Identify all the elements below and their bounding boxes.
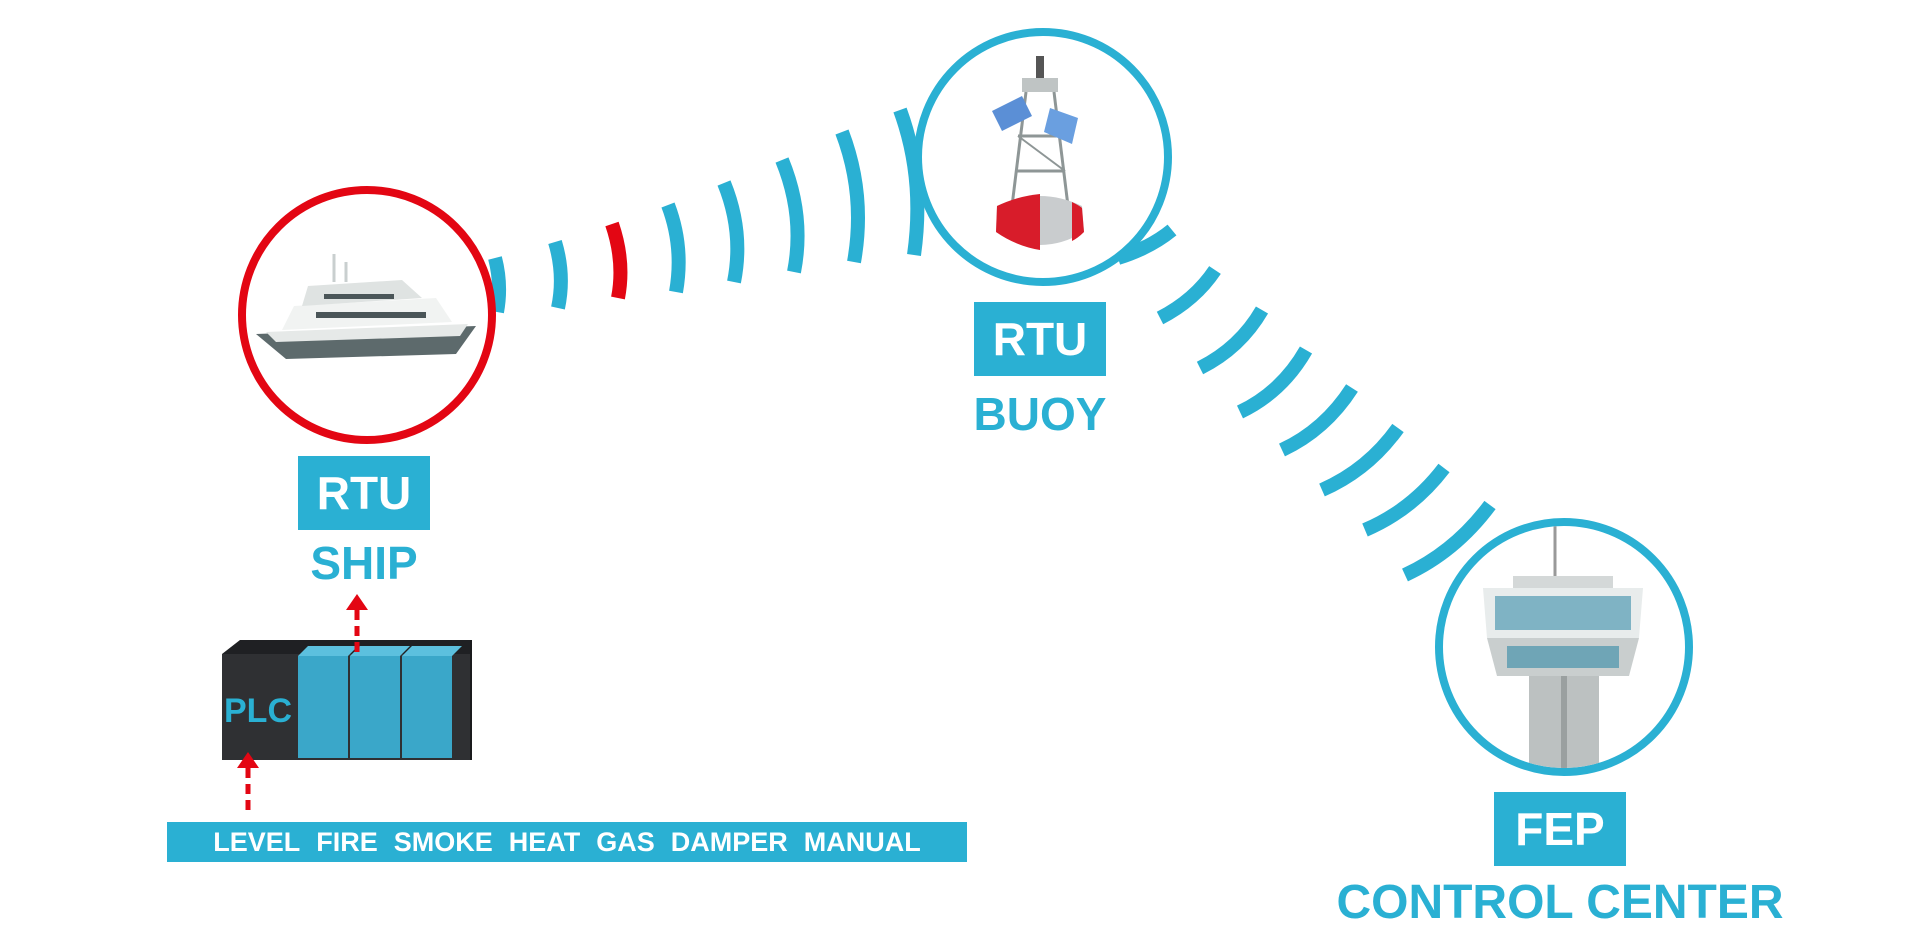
- ship-buoy-link: [488, 107, 925, 314]
- signal-inputs-bar: LEVEL FIRE SMOKE HEAT GAS DAMPER MANUAL: [167, 822, 967, 862]
- yacht-icon: [256, 254, 476, 359]
- buoy-control-link: [1115, 224, 1496, 582]
- plc-module: [350, 656, 400, 758]
- link-dash: [488, 256, 507, 314]
- plc-unit: PLC: [222, 640, 472, 760]
- buoy-icon: [992, 56, 1084, 250]
- plc-label: PLC: [224, 692, 292, 730]
- link-dash: [605, 221, 628, 300]
- ship-tag: RTU: [298, 456, 430, 530]
- plc-to-ship-arrow: [346, 594, 368, 652]
- buoy-tag: RTU: [974, 302, 1106, 376]
- link-dash: [1319, 423, 1404, 497]
- link-dash: [1278, 384, 1358, 457]
- ship-circle: [238, 186, 496, 444]
- signals-to-plc-arrow: [237, 752, 259, 812]
- link-dash: [1402, 500, 1496, 582]
- link-dash: [775, 157, 805, 274]
- buoy-caption: BUOY: [973, 388, 1107, 440]
- control-circle: [1435, 518, 1693, 776]
- signal-heat: HEAT: [508, 826, 581, 857]
- control-caption: CONTROL CENTER: [1336, 876, 1784, 929]
- control-tag: FEP: [1494, 792, 1626, 866]
- signal-damper: DAMPER: [670, 826, 788, 857]
- signal-fire: FIRE: [316, 826, 378, 857]
- link-dash: [1156, 266, 1221, 325]
- signal-manual: MANUAL: [803, 826, 921, 857]
- link-dash: [1196, 306, 1269, 375]
- link-dash: [893, 107, 925, 256]
- link-dash: [835, 129, 865, 264]
- plc-module: [402, 656, 452, 758]
- link-dash: [548, 239, 568, 310]
- link-dash: [717, 180, 745, 284]
- ship-caption: SHIP: [310, 537, 418, 589]
- link-dash: [1362, 463, 1450, 537]
- plc-module: [298, 656, 348, 758]
- signal-level: LEVEL: [213, 826, 301, 857]
- signal-smoke: SMOKE: [393, 826, 493, 857]
- link-dash: [1236, 346, 1313, 419]
- signal-gas: GAS: [596, 826, 655, 857]
- buoy-circle: [914, 28, 1172, 286]
- link-dash: [661, 202, 686, 294]
- control-tower-icon: [1483, 526, 1643, 768]
